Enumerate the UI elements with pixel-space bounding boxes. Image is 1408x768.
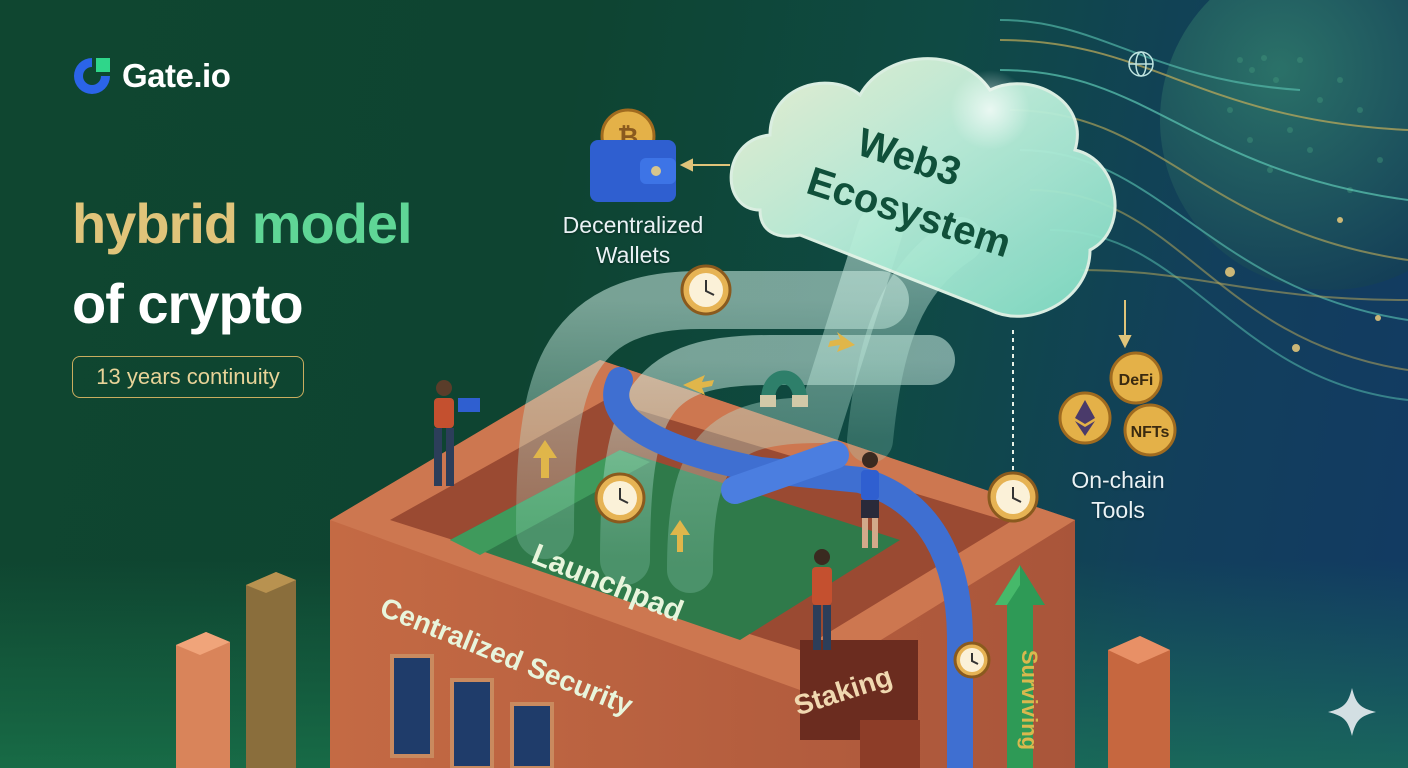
headline-word-model: model bbox=[251, 192, 413, 255]
blue-track bbox=[603, 367, 973, 768]
brand-name: Gate.io bbox=[122, 57, 231, 94]
tools-label-line1: On-chain bbox=[1071, 467, 1165, 493]
person-laptop bbox=[434, 380, 480, 486]
headline-word-hybrid: hybrid bbox=[72, 192, 238, 255]
headline-line2: of crypto bbox=[72, 272, 304, 335]
bitcoin-wallet-icon: ₿ bbox=[590, 108, 676, 202]
ethereum-coin-icon bbox=[1058, 391, 1112, 445]
clock-icon bbox=[680, 264, 732, 316]
person-standing bbox=[812, 549, 832, 650]
gate-logo-icon bbox=[74, 58, 110, 94]
left-pillars bbox=[176, 572, 296, 768]
nfts-coin bbox=[1123, 403, 1177, 457]
globe-icon bbox=[1128, 51, 1154, 77]
arrow-up-icon bbox=[533, 440, 690, 552]
surviving-arrow bbox=[995, 565, 1045, 768]
wallets-label-line1: Decentralized bbox=[562, 212, 704, 238]
clock-icon bbox=[987, 471, 1039, 523]
wallets-label-line2: Wallets bbox=[595, 242, 671, 268]
tools-label-line2: Tools bbox=[1091, 497, 1145, 523]
web3-cloud bbox=[729, 57, 1117, 318]
continuity-badge: 13 years continuity bbox=[72, 356, 304, 398]
tools-label: On-chain Tools bbox=[1058, 465, 1178, 525]
brand-logo: Gate.io bbox=[70, 52, 231, 100]
surviving-label: Surviving bbox=[1017, 650, 1042, 750]
clock-icon bbox=[594, 472, 646, 524]
defi-label: DeFi bbox=[1119, 372, 1154, 389]
right-pillar bbox=[1108, 636, 1170, 768]
headline: hybrid model of crypto bbox=[72, 184, 413, 344]
wallets-label: Decentralized Wallets bbox=[548, 210, 718, 270]
magnet-icon bbox=[760, 370, 808, 407]
sparkle-icon bbox=[1328, 688, 1376, 736]
nfts-label: NFTs bbox=[1131, 424, 1170, 441]
clock-icon bbox=[953, 641, 991, 679]
person-phone bbox=[861, 452, 879, 548]
globe-background bbox=[1160, 0, 1408, 290]
defi-coin bbox=[1109, 351, 1163, 405]
